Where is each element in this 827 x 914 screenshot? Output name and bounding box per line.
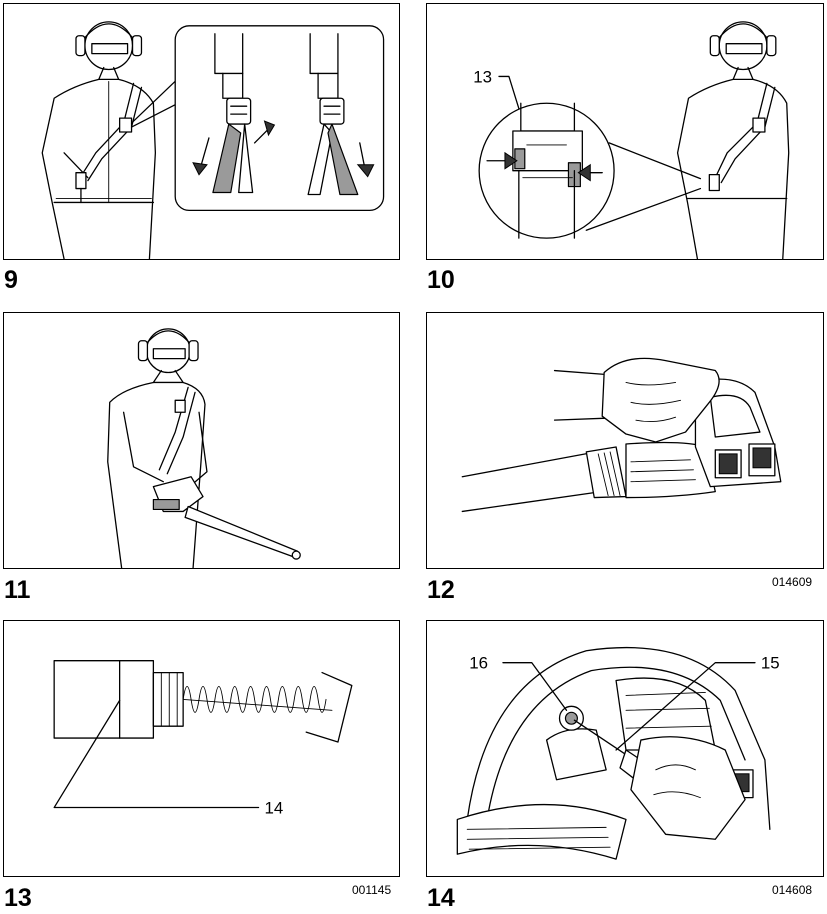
strap-buckle-left (227, 98, 251, 124)
figure-number: 10 (427, 268, 455, 293)
operator-with-shoulder-harness (678, 22, 789, 259)
blower-nozzle (462, 452, 601, 512)
callout-16-leader (503, 663, 567, 711)
operator-holding-blower (108, 329, 207, 568)
figure-14-illustration: 16 15 (427, 621, 823, 876)
figure-number: 11 (4, 578, 30, 603)
figure-9-illustration (4, 4, 399, 259)
figure-11-illustration (4, 313, 399, 568)
buckle-release-inset (479, 103, 614, 238)
figure-14-panel: 16 15 (426, 620, 824, 877)
figure-code: 001145 (352, 884, 391, 896)
figure-code: 014608 (772, 884, 812, 896)
callout-13: 13 (473, 67, 492, 86)
figure-number: 9 (4, 268, 18, 293)
figure-13-illustration: 14 (4, 621, 399, 876)
figure-number: 12 (427, 578, 455, 603)
figure-12-illustration (427, 313, 823, 568)
brush-holder-cap (560, 706, 584, 730)
battery-cartridge (153, 500, 179, 510)
hand-with-cloth (555, 358, 720, 442)
figure-number: 14 (427, 886, 455, 911)
callout-15: 15 (761, 654, 780, 673)
figure-10-panel: 13 (426, 3, 824, 260)
figure-11-panel (3, 312, 400, 569)
figure-9-panel (3, 3, 400, 260)
strap-buckle-right (320, 98, 344, 124)
figure-number: 13 (4, 886, 32, 911)
callout-14: 14 (265, 798, 284, 817)
operator-with-shoulder-harness (42, 22, 155, 259)
figure-12-panel (426, 312, 824, 569)
hand (631, 737, 745, 840)
leaf-blower (153, 477, 300, 559)
callout-16: 16 (469, 654, 488, 673)
figure-13-panel: 14 (3, 620, 400, 877)
carbon-brush (54, 661, 352, 742)
figure-code: 014609 (772, 576, 812, 588)
blower-nozzle (185, 506, 297, 557)
strap-adjustment-inset (175, 26, 383, 211)
figure-10-illustration: 13 (427, 4, 823, 259)
